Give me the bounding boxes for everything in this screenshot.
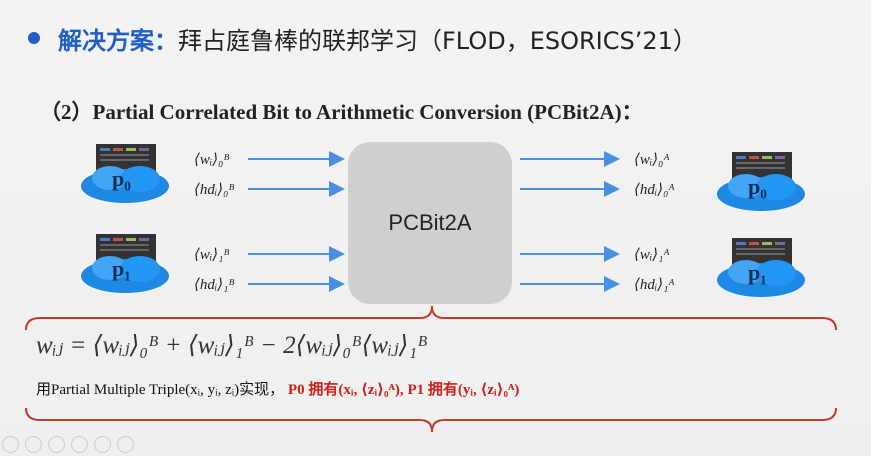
note: 用Partial Multiple Triple(xᵢ, yᵢ, zᵢ)实现， …	[36, 378, 519, 399]
pcbit2a-label: PCBit2A	[388, 210, 472, 235]
bottom-brace	[25, 407, 837, 433]
title-strong: 解决方案：	[58, 26, 178, 55]
server-cloud-icon	[80, 142, 170, 204]
left-label-w0: ⟨wᵢ⟩₀ᴮ	[194, 152, 230, 168]
zoom-icon[interactable]	[94, 436, 111, 453]
slide-player-controls	[0, 436, 134, 456]
pen-icon[interactable]	[48, 436, 65, 453]
formula: wᵢⱼ = ⟨wᵢⱼ⟩₀ᴮ + ⟨wᵢⱼ⟩₁ᴮ − 2⟨wᵢⱼ⟩₀ᴮ⟨wᵢⱼ⟩₁…	[36, 332, 428, 359]
note-p1: P1 拥有(yᵢ, ⟨zᵢ⟩₀ᴬ)	[407, 382, 520, 398]
server-cloud-icon	[80, 232, 170, 294]
server-cloud-icon	[716, 236, 806, 298]
right-label-hd1: ⟨hdᵢ⟩₁ᴬ	[634, 277, 675, 293]
prev-icon[interactable]	[2, 436, 19, 453]
note-prefix: 用Partial Multiple Triple(xᵢ, yᵢ, zᵢ)实现，	[36, 382, 285, 398]
left-label-hd1: ⟨hdᵢ⟩₁ᴮ	[194, 277, 235, 293]
more-icon[interactable]	[117, 436, 134, 453]
subtitle: （2）Partial Correlated Bit to Arithmetic …	[40, 100, 643, 124]
title-rest: 拜占庭鲁棒的联邦学习（FLOD，ESORICS’21）	[178, 26, 697, 55]
right-label-w1: ⟨wᵢ⟩₁ᴬ	[634, 247, 670, 263]
bullet-icon	[28, 32, 40, 44]
pcbit2a-box: PCBit2A	[348, 142, 512, 304]
server-label-left-bottom: p₁	[112, 256, 131, 281]
left-label-hd0: ⟨hdᵢ⟩₀ᴮ	[194, 182, 235, 198]
right-label-w0: ⟨wᵢ⟩₀ᴬ	[634, 152, 670, 168]
slide-title: 解决方案： 拜占庭鲁棒的联邦学习（FLOD，ESORICS’21）	[28, 20, 697, 56]
slides-icon[interactable]	[71, 436, 88, 453]
server-cloud-icon	[716, 150, 806, 212]
note-p0: P0 拥有(xᵢ, ⟨zᵢ⟩₀ᴬ),	[287, 382, 404, 398]
next-icon[interactable]	[25, 436, 42, 453]
left-label-w1: ⟨wᵢ⟩₁ᴮ	[194, 247, 230, 263]
server-label-right-bottom: p₁	[748, 260, 767, 285]
right-label-hd0: ⟨hdᵢ⟩₀ᴬ	[634, 182, 675, 198]
server-label-right-top: p₀	[748, 174, 767, 199]
server-label-left-top: p₀	[112, 166, 131, 191]
top-brace	[25, 305, 837, 331]
